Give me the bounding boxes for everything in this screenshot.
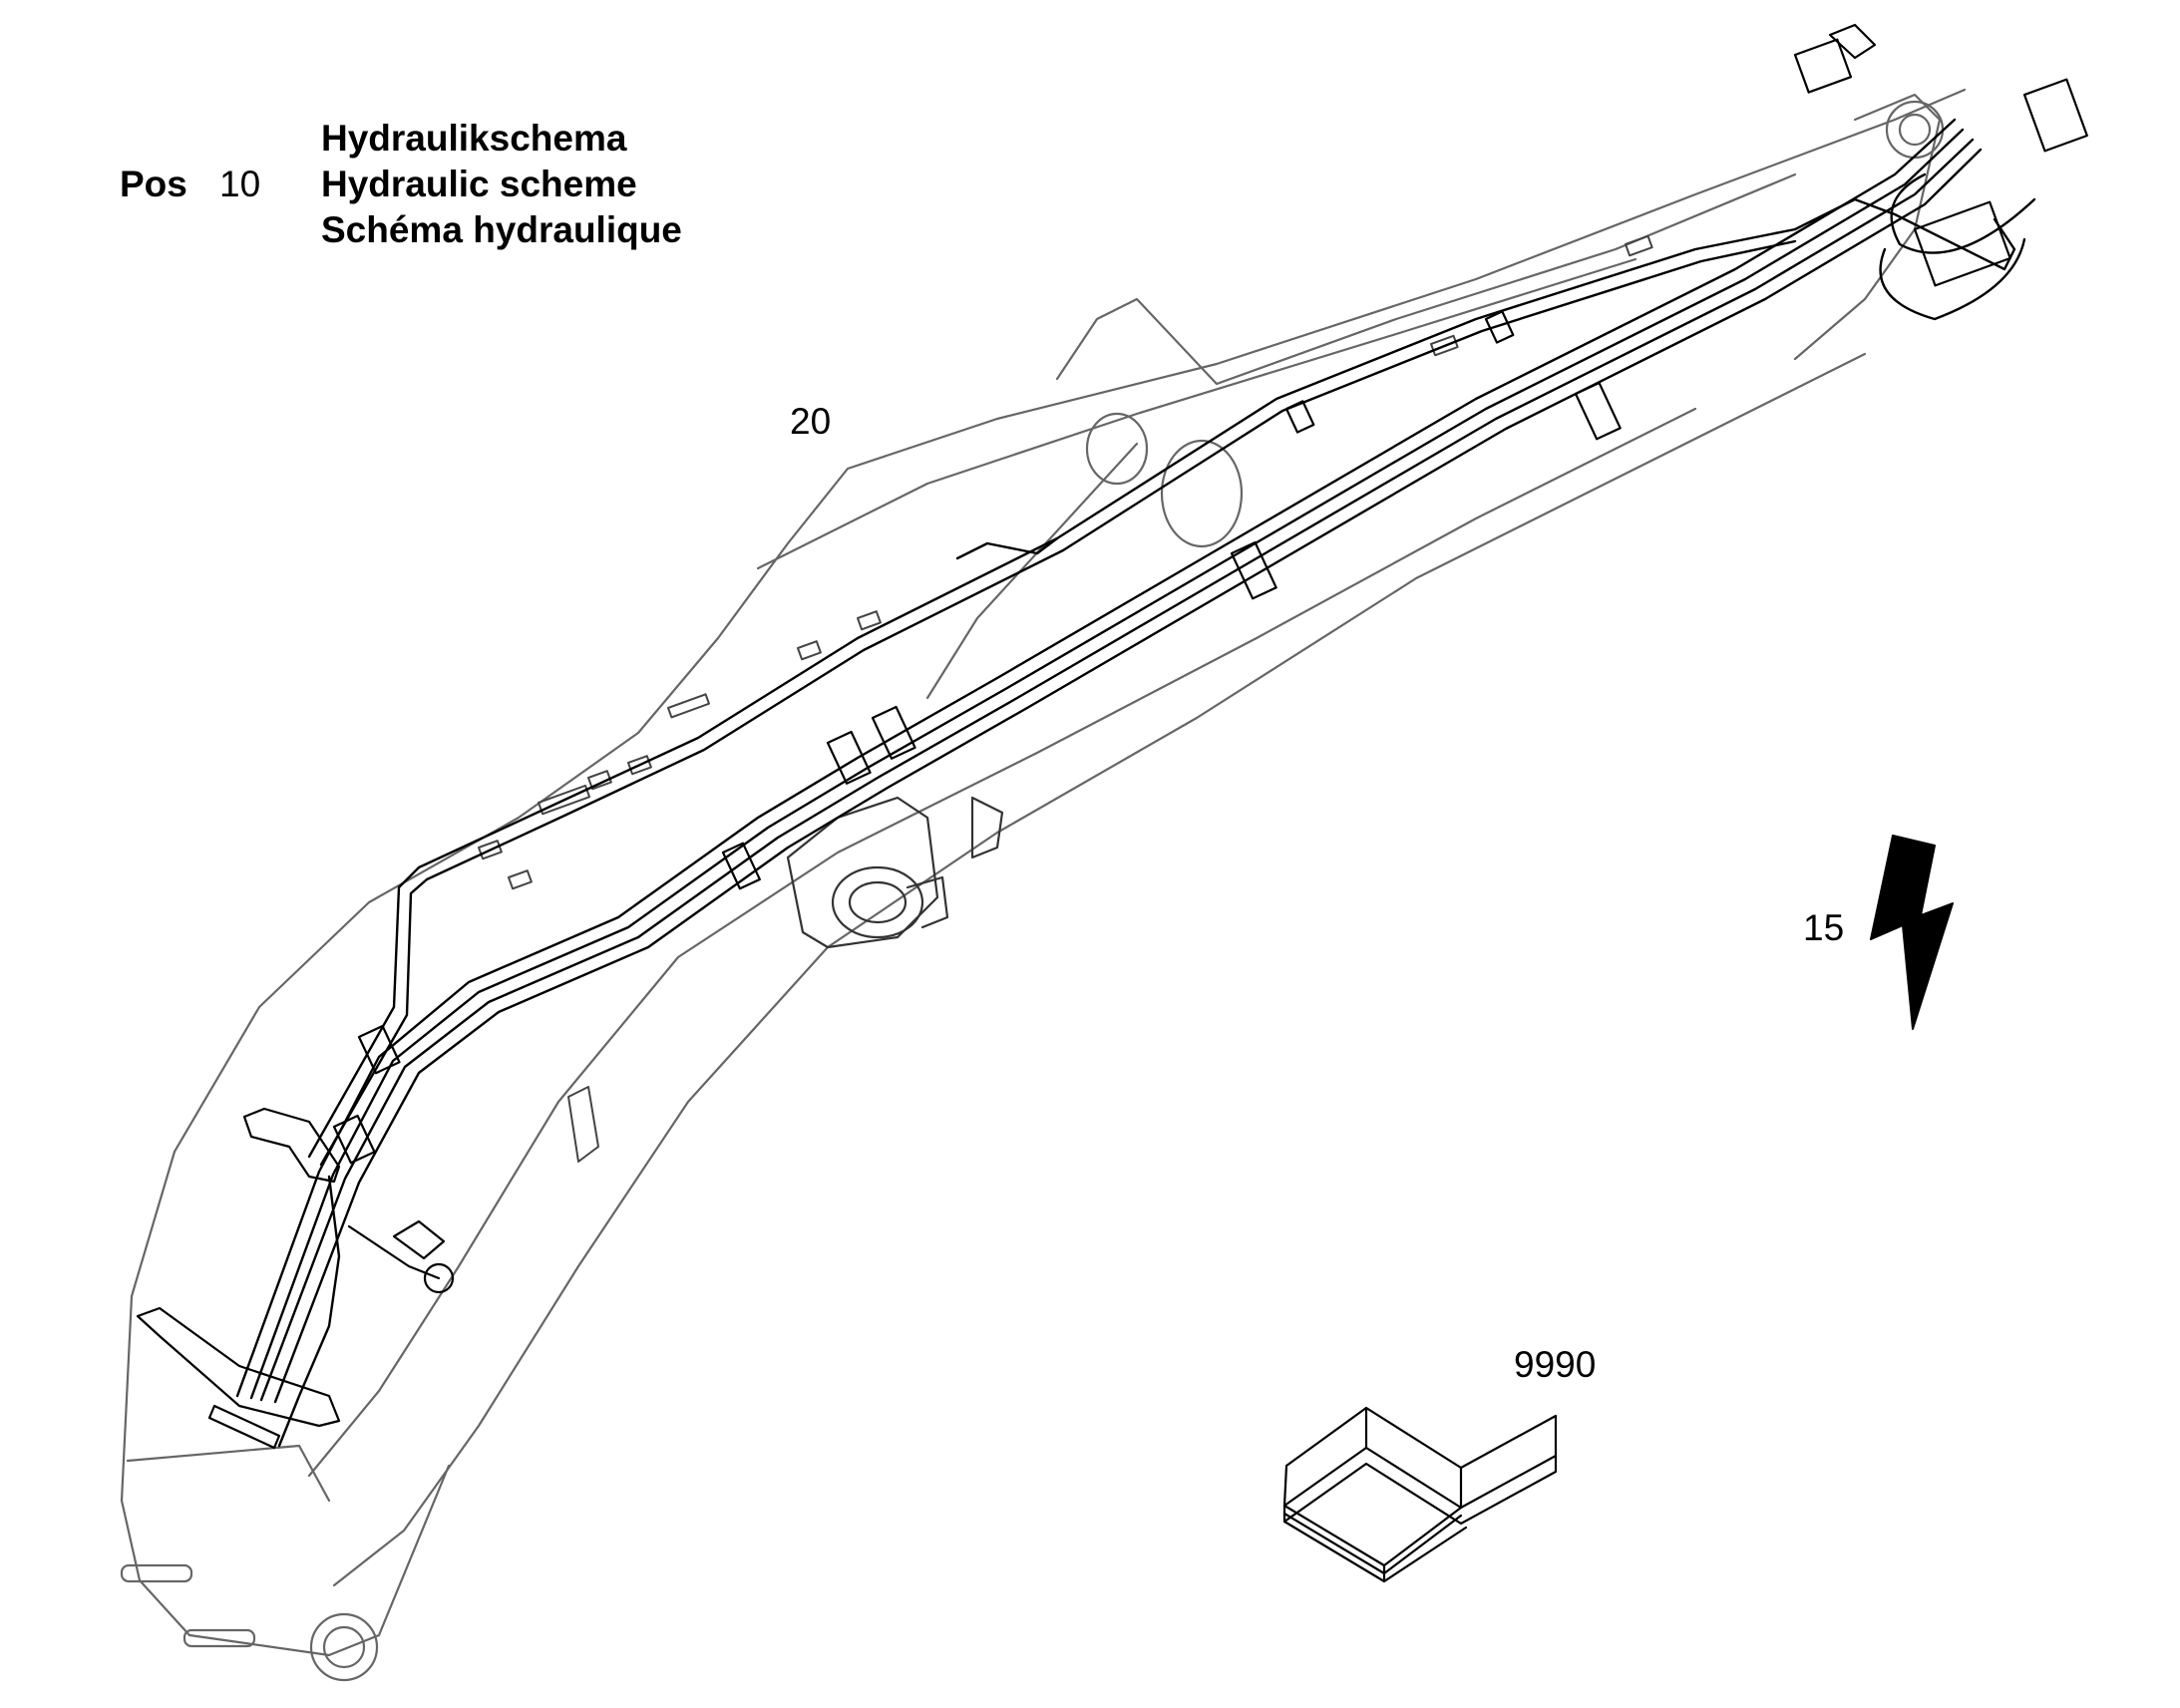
- pins: [309, 100, 1945, 1682]
- callout-electrical[interactable]: 15: [1803, 907, 1845, 948]
- control-line-2: [955, 536, 1059, 560]
- foot-slot: [120, 1563, 193, 1583]
- lower-bracket-plate: [136, 1306, 341, 1428]
- coupling: [423, 1262, 455, 1294]
- hydraulic-lines: [235, 118, 2036, 1448]
- title-german: Hydraulikschema: [321, 118, 627, 159]
- foot-slot-2: [182, 1628, 256, 1648]
- boom-side-line: [307, 407, 1697, 1478]
- title-english: Hydraulic scheme: [321, 164, 637, 204]
- cylinder-pin-bore: [1160, 439, 1244, 548]
- boom-cylinder-bracket: [786, 796, 1004, 949]
- foot-fitting-bar: [207, 1404, 281, 1450]
- upper-bracket-plate: [242, 1107, 341, 1184]
- pipe-b-outer: [259, 138, 1975, 1402]
- pipe-clamps: [332, 310, 1622, 1165]
- control-line: [277, 1175, 341, 1448]
- boom-tip-end: [1793, 93, 1942, 361]
- tip-valve-block: [1793, 23, 2088, 287]
- coupling-hose: [347, 1224, 441, 1280]
- callout-hydraulic-lines[interactable]: 20: [790, 401, 832, 442]
- pipe-b-inner: [273, 148, 1983, 1404]
- pos-number: 10: [219, 164, 261, 204]
- coupling-body: [392, 1219, 446, 1260]
- tip-hose-loop-2: [1890, 172, 2036, 254]
- aux-pipe-inner: [319, 239, 1797, 1167]
- aux-pipe-outer: [307, 227, 1797, 1159]
- foot-pin-inner: [322, 1625, 366, 1669]
- callout-documentation[interactable]: 9990: [1514, 1344, 1597, 1385]
- foot-brackets: [136, 1107, 455, 1450]
- pos-label: Pos: [120, 164, 187, 204]
- tip-hose-loop: [1879, 237, 2026, 321]
- title-french: Schéma hydraulique: [321, 209, 682, 250]
- pipe-a-outer: [235, 118, 1957, 1398]
- boom-slope-line: [925, 442, 1139, 700]
- open-book-icon: [1282, 1406, 1558, 1583]
- boom-foot-block: [120, 1464, 451, 1657]
- boom-top-edge: [120, 88, 1967, 1503]
- tip-return-line: [1793, 197, 2016, 271]
- boom-bottom-edge: [332, 352, 1867, 1587]
- cylinder-pin-bore-2: [1085, 412, 1149, 486]
- pipe-a-inner: [249, 128, 1965, 1400]
- weld-plates: [478, 234, 1653, 1163]
- boom-upper-web: [1055, 172, 1797, 386]
- lightning-bolt-icon: [1870, 835, 1954, 1030]
- tip-pin-inner: [1898, 113, 1932, 147]
- boom-body: [120, 88, 1967, 1657]
- foot-pin: [309, 1612, 379, 1682]
- boom-foot-face: [126, 1444, 331, 1503]
- boom-web-inner: [756, 257, 1637, 570]
